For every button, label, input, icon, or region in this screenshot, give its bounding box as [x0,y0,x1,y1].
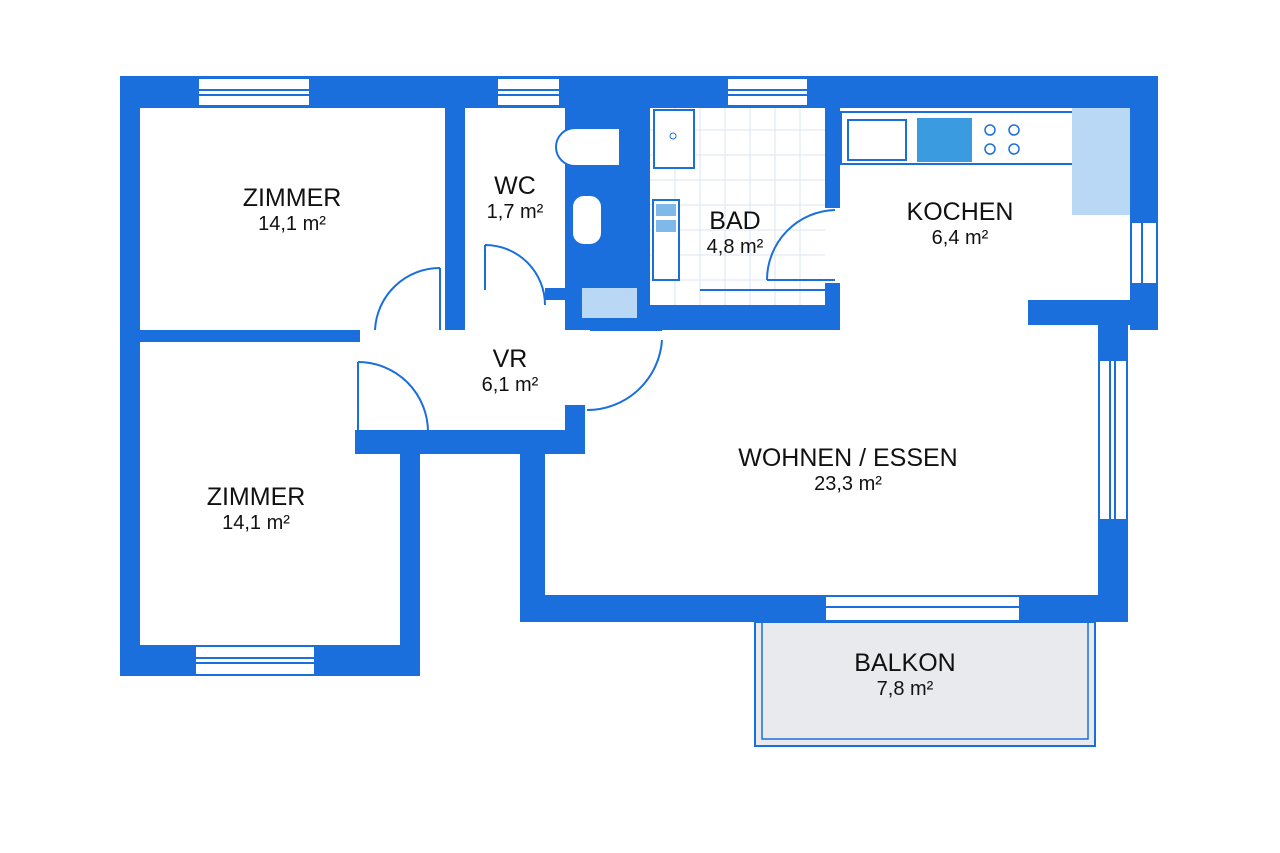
kitchen-sink-icon [847,119,907,161]
balcony-area [754,621,1096,747]
room-name: WC [494,172,536,200]
room-name: WOHNEN / ESSEN [738,444,958,472]
room-area: 4,8 m² [706,235,764,258]
corner-counter [1072,108,1130,215]
doors [357,209,836,433]
room-area: 23,3 m² [814,472,882,495]
room-name: BALKON [854,649,956,677]
door-wohnen [586,329,663,412]
door-wc [484,244,546,306]
room-area: 1,7 m² [486,200,544,223]
room-name: VR [492,345,528,373]
toilet-icon [555,127,621,167]
fixtures [555,108,1130,318]
bath-sink-drain-icon [669,132,677,140]
room-area: 14,1 m² [222,511,290,534]
shaft-icon [582,288,637,318]
walls [120,76,1158,676]
washer-panel-icon [656,204,676,216]
kitchen-appliance-icon [917,118,972,162]
room-area: 6,4 m² [931,226,989,249]
door-bad [766,209,836,281]
door-zimmer-2 [357,361,429,433]
room-name: KOCHEN [906,198,1014,226]
stove-icon [984,124,1020,155]
room-area: 6,1 m² [481,373,539,396]
sink-icon [571,194,603,246]
room-area: 7,8 m² [876,677,934,700]
room-area: 14,1 m² [258,212,326,235]
room-name: BAD [709,207,761,235]
door-zimmer-1 [374,266,441,331]
room-name: ZIMMER [206,483,306,511]
windows [194,77,1158,676]
washer-panel-icon [656,220,676,232]
room-name: ZIMMER [242,184,342,212]
